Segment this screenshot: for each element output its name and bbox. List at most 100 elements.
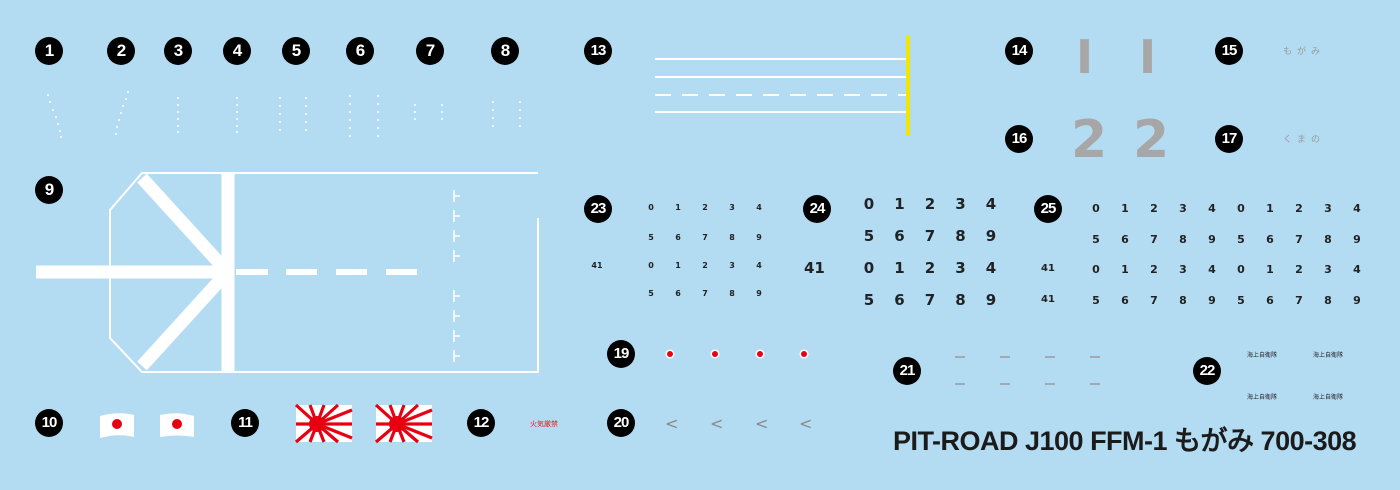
chevron-20-d: <	[799, 414, 813, 433]
digit-25: 1	[1121, 263, 1129, 276]
draft-mark-2	[115, 91, 129, 135]
digit-23: 1	[675, 261, 681, 270]
decal-number-16: 16	[1005, 125, 1033, 153]
digit-23: 6	[675, 289, 681, 298]
digit-24: 9	[985, 291, 997, 309]
digit-24: 3	[955, 259, 966, 277]
decal-number-20: 20	[607, 409, 635, 437]
decal-number-5: 5	[282, 37, 310, 65]
draft-mark-5	[279, 97, 307, 131]
digit-25: 1	[1266, 263, 1274, 276]
decal-number-3: 3	[164, 37, 192, 65]
hull-number-25-b: 41	[1041, 294, 1055, 305]
jmsdf-label-22-d: 海上自衛隊	[1313, 394, 1344, 401]
red-dots-19	[665, 349, 809, 359]
digit-25: 3	[1179, 202, 1187, 215]
digit-25: 4	[1208, 202, 1216, 215]
digit-24: 7	[924, 291, 936, 309]
digit-25: 8	[1179, 233, 1187, 246]
digit-25: 1	[1121, 202, 1129, 215]
draft-mark-8	[492, 101, 521, 127]
decal-number-7: 7	[416, 37, 444, 65]
digit-25: 4	[1353, 263, 1361, 276]
decal-number-12: 12	[467, 409, 495, 437]
digit-23: 9	[756, 289, 762, 298]
jmsdf-label-22-a: 海上自衛隊	[1247, 352, 1278, 359]
digit-24: 0	[863, 195, 875, 213]
digit-25: 8	[1324, 233, 1332, 246]
ship-name-17: くまの	[1283, 135, 1326, 145]
decal-number-1: 1	[35, 37, 63, 65]
rising-sun-ensign-11	[294, 403, 433, 444]
decal-number-9: 9	[35, 176, 63, 204]
digit-25: 6	[1266, 294, 1274, 307]
gray-dashes-21	[955, 356, 1100, 385]
digit-25: 3	[1324, 263, 1332, 276]
digit-25: 6	[1121, 294, 1129, 307]
digit-25: 6	[1266, 233, 1274, 246]
chevron-20-b: <	[710, 414, 724, 433]
digit-25: 9	[1353, 294, 1361, 307]
digit-24: 1	[894, 259, 905, 277]
hull-mark-14-right: I	[1139, 30, 1157, 84]
digit-23: 9	[756, 233, 762, 242]
digit-25: 5	[1092, 233, 1100, 246]
digit-25: 4	[1353, 202, 1361, 215]
japan-flag-10	[100, 413, 194, 438]
digit-23: 2	[702, 261, 708, 270]
digit-23: 3	[729, 203, 735, 212]
digit-25: 0	[1092, 263, 1100, 276]
digit-23: 2	[702, 203, 708, 212]
decal-number-6: 6	[346, 37, 374, 65]
no-fire-label-12: 火気厳禁	[530, 420, 558, 428]
digit-25: 7	[1150, 294, 1158, 307]
decal-number-22: 22	[1193, 357, 1221, 385]
digit-24: 6	[894, 291, 905, 309]
digit-23: 4	[756, 261, 762, 270]
draft-mark-7	[414, 104, 443, 120]
deck-lines-13	[655, 36, 910, 136]
digit-25: 7	[1150, 233, 1158, 246]
flight-deck-9	[36, 172, 539, 373]
digit-25: 2	[1295, 263, 1303, 276]
digit-24: 9	[985, 227, 997, 245]
digit-25: 6	[1121, 233, 1129, 246]
digit-25: 9	[1208, 294, 1216, 307]
digit-23: 1	[675, 203, 681, 212]
digit-23: 5	[648, 233, 654, 242]
digit-24: 2	[924, 259, 936, 277]
decal-number-13: 13	[584, 37, 612, 65]
digit-25: 8	[1179, 294, 1187, 307]
draft-mark-6	[349, 95, 379, 137]
digit-25: 3	[1324, 202, 1332, 215]
hull-number-16-left: 2	[1071, 110, 1108, 170]
digit-25: 3	[1179, 263, 1187, 276]
digit-24: 6	[894, 227, 905, 245]
hull-number-25-a: 41	[1041, 263, 1055, 274]
digit-24: 8	[955, 291, 966, 309]
digit-24: 4	[985, 259, 997, 277]
digit-23: 0	[648, 261, 654, 270]
decal-number-24: 24	[803, 195, 831, 223]
digit-24: 5	[863, 227, 875, 245]
decal-number-17: 17	[1215, 125, 1243, 153]
digit-25: 4	[1208, 263, 1216, 276]
digit-25: 5	[1237, 294, 1245, 307]
decal-number-10: 10	[35, 409, 63, 437]
decal-number-19: 19	[607, 340, 635, 368]
digit-25: 1	[1266, 202, 1274, 215]
digit-25: 2	[1150, 263, 1158, 276]
digit-25: 5	[1092, 294, 1100, 307]
chevron-20-c: <	[755, 414, 769, 433]
digit-23: 8	[729, 289, 735, 298]
digit-25: 9	[1353, 233, 1361, 246]
digit-24: 7	[924, 227, 936, 245]
hull-number-23: 41	[591, 261, 603, 270]
digit-25: 9	[1208, 233, 1216, 246]
digit-23: 7	[702, 233, 708, 242]
digit-25: 0	[1237, 202, 1245, 215]
decal-number-25: 25	[1034, 195, 1062, 223]
digit-23: 5	[648, 289, 654, 298]
digit-25: 5	[1237, 233, 1245, 246]
